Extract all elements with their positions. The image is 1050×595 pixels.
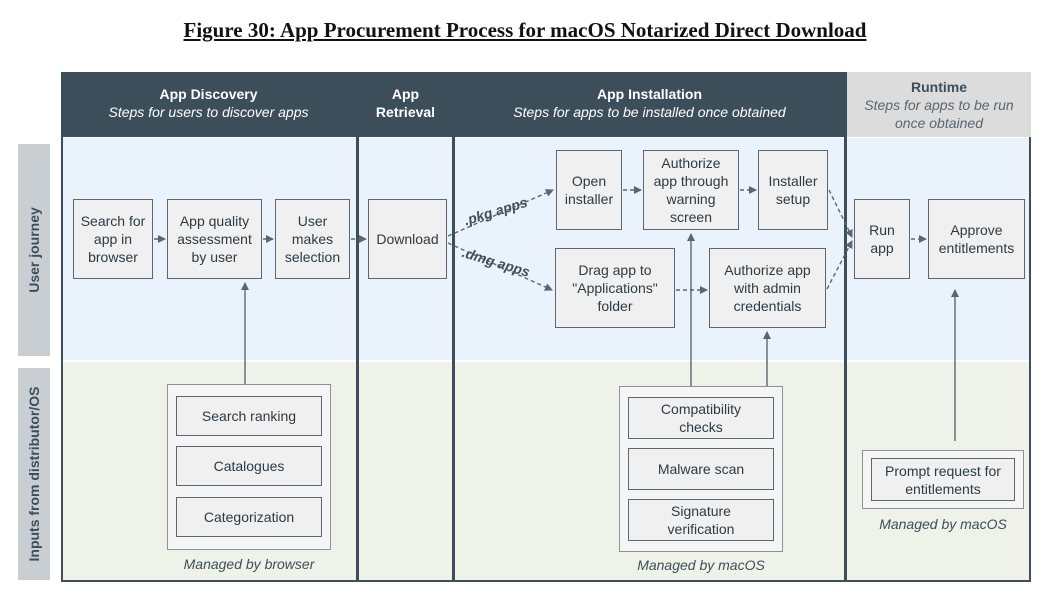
header-runtime: Runtime Steps for apps to be run once ob… xyxy=(847,72,1031,137)
arrow-download-to-drag-app xyxy=(447,242,553,291)
input-malware-scan: Malware scan xyxy=(628,448,774,490)
step-approve-entitlements: Approve entitlements xyxy=(928,199,1025,279)
arrow-admin-to-run xyxy=(826,240,853,290)
input-categorization: Categorization xyxy=(176,497,322,537)
column-divider xyxy=(356,72,359,582)
input-prompt-request-entitlements: Prompt request for entitlements xyxy=(871,458,1015,501)
row-label-user-journey: User journey xyxy=(18,144,50,356)
caption-managed-by-macos-install: Managed by macOS xyxy=(637,557,765,573)
header-app-discovery: App Discovery Steps for users to discove… xyxy=(61,72,356,137)
header-title: Runtime xyxy=(911,79,967,95)
column-divider xyxy=(844,72,847,582)
step-user-makes-selection: User makes selection xyxy=(275,199,350,279)
input-signature-verification: Signature verification xyxy=(628,499,774,541)
header-title: App Installation xyxy=(597,86,702,102)
step-search-for-app: Search for app in browser xyxy=(73,199,153,279)
header-subtitle: Steps for users to discover apps xyxy=(108,104,309,120)
step-installer-setup: Installer setup xyxy=(758,150,828,230)
step-drag-app-to-applications: Drag app to "Applications" folder xyxy=(555,248,675,328)
column-divider xyxy=(452,72,455,582)
input-search-ranking: Search ranking xyxy=(176,396,322,436)
header-title: App Retrieval xyxy=(375,86,436,120)
row-label-inputs: Inputs from distributor/OS xyxy=(18,368,50,580)
step-authorize-warning-screen: Authorize app through warning screen xyxy=(643,150,739,230)
header-subtitle: Steps for apps to be run once obtained xyxy=(864,97,1014,131)
header-subtitle: Steps for apps to be installed once obta… xyxy=(513,104,786,120)
header-title: App Discovery xyxy=(159,86,258,102)
caption-managed-by-macos-runtime: Managed by macOS xyxy=(879,516,1007,532)
header-app-retrieval: App Retrieval xyxy=(359,72,452,137)
step-download: Download xyxy=(368,199,447,279)
header-app-installation: App Installation Steps for apps to be in… xyxy=(455,72,844,137)
step-authorize-admin-credentials: Authorize app with admin credentials xyxy=(709,248,826,328)
figure-title: Figure 30: App Procurement Process for m… xyxy=(183,18,867,42)
input-compatibility-checks: Compatibility checks xyxy=(628,397,774,439)
step-app-quality-assessment: App quality assessment by user xyxy=(167,199,262,279)
arrow-setup-to-run xyxy=(828,189,853,238)
caption-managed-by-browser: Managed by browser xyxy=(183,556,315,572)
arrow-download-to-open-installer xyxy=(447,189,554,237)
step-open-installer: Open installer xyxy=(556,150,622,230)
input-catalogues: Catalogues xyxy=(176,446,322,486)
step-run-app: Run app xyxy=(854,199,910,279)
